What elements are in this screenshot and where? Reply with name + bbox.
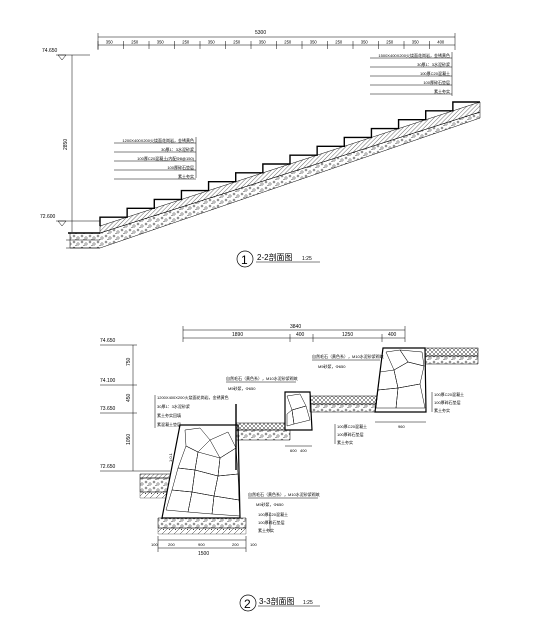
rubble-wall-bottom [157,424,247,535]
svg-text:200: 200 [168,542,175,547]
svg-text:200: 200 [232,542,239,547]
svg-text:自然毛石（黄色系），M10水泥砂浆砌筑: 自然毛石（黄色系），M10水泥砂浆砌筑 [226,375,298,381]
layer-label: 100厚C20混凝土(内配Φ8@150) [137,155,194,161]
svg-text:73.650: 73.650 [100,406,116,412]
layer-label: 30厚1：3水泥砂浆 [161,146,194,152]
svg-text:1200X400X200火烧面花岗岩，金锈黄色: 1200X400X200火烧面花岗岩，金锈黄色 [157,394,229,400]
svg-text:72.650: 72.650 [100,464,116,470]
svg-text:400: 400 [296,332,305,338]
layer-label: 100厚碎石垫层 [167,164,194,170]
layer-label: 素土夯实 [434,88,450,94]
svg-text:450: 450 [126,393,132,402]
section-3-3: 3840 1890 400 1250 400 74.650 74.100 73.… [100,324,479,612]
layer-callout-mid: 1200X400X200火烧面花岗岩，金锈黄色 30厚1：3水泥砂浆 100厚C20… [114,137,197,180]
staircase-2-2 [66,101,481,249]
segment-label: 350 [412,40,420,45]
svg-text:100: 100 [151,542,158,547]
segment-label: 400 [437,40,445,45]
svg-text:自然毛石（黄色系），M10水泥砂浆砌筑: 自然毛石（黄色系），M10水泥砂浆砌筑 [312,353,384,359]
total-width-label: 5300 [255,30,266,36]
top-elevation: 74.650 [42,48,58,54]
svg-text:素土夯实回填: 素土夯实回填 [157,412,181,418]
svg-text:100厚C20混凝土: 100厚C20混凝土 [258,511,288,517]
svg-text:100: 100 [250,542,257,547]
rubble-wall-top [374,347,427,413]
svg-text:100厚C20混凝土: 100厚C20混凝土 [434,391,464,397]
svg-text:30厚1：3水泥砂浆: 30厚1：3水泥砂浆 [157,403,190,409]
svg-text:750: 750 [126,357,132,366]
segment-label: 350 [361,40,369,45]
svg-text:400: 400 [388,332,397,338]
layers-bottom-33: 100厚C20混凝土 100厚碎石垫层 素土夯实 [258,511,288,533]
layer-callout-top: 1500X400X200火烧面花岗岩，金锈黄色 30厚1：3水泥砂浆 100厚C20… [370,52,453,96]
segment-label: 250 [386,40,394,45]
segment-label: 250 [182,40,190,45]
left-elevations: 74.650 2850 72.600 [40,48,100,232]
layers-right-33: 100厚C20混凝土 100厚碎石垫层 素土夯实 [431,391,464,413]
svg-text:1890: 1890 [232,332,243,338]
svg-text:素土夯实: 素土夯实 [337,439,353,445]
layer-label: 30厚1：3水泥砂浆 [417,61,450,67]
svg-text:100厚C20混凝土: 100厚C20混凝土 [337,423,367,429]
title-text: 2-2剖面图 [257,252,293,262]
top-dimension-chain-33: 3840 1890 400 1250 400 [182,324,406,342]
svg-text:1:25: 1:25 [303,600,313,606]
svg-text:1:0.1: 1:0.1 [168,452,173,462]
svg-text:900: 900 [198,542,205,547]
section-title-2: 2 3-3剖面图 1:25 [239,594,320,612]
svg-text:100厚碎石垫层: 100厚碎石垫层 [434,399,461,405]
top-dimension-chain: 5300 350 250 350 250 350 250 350 250 350 250 350 25… [97,30,456,50]
svg-text:M5砂浆，Φ650: M5砂浆，Φ650 [228,385,256,391]
layer-label: 1200X400X200火烧面花岗岩，金锈黄色 [122,137,194,143]
layers-left-33: 1200X400X200火烧面花岗岩，金锈黄色 30厚1：3水泥砂浆 素土夯实回… [154,394,229,428]
scale-text: 1:25 [302,256,312,262]
section-title-1: 1 2-2剖面图 1:25 [236,250,320,268]
svg-text:2: 2 [244,597,251,611]
segment-label: 250 [284,40,292,45]
section-2-2: 5300 350 250 350 250 350 250 350 250 350 250 350 25… [40,30,481,268]
svg-text:1: 1 [241,253,248,267]
svg-text:74.650: 74.650 [100,338,116,344]
layers-mid-33: 100厚C20混凝土 100厚碎石垫层 素土夯实 [334,423,367,445]
height-label: 2850 [63,139,69,150]
elevations-33: 74.650 74.100 73.650 72.650 750 450 1050 [100,338,170,472]
segment-label: 250 [131,40,139,45]
stone-notes: 自然毛石（黄色系），M10水泥砂浆砌筑 M5砂浆，Φ650 自然毛石（黄色系），… [226,353,384,507]
layer-label: 100厚碎石垫层 [423,79,450,85]
svg-text:74.100: 74.100 [100,378,116,384]
svg-text:1500: 1500 [198,551,209,557]
layer-label: 100厚C20混凝土 [420,70,450,76]
svg-text:素混凝土垫层: 素混凝土垫层 [157,421,181,427]
segment-label: 350 [259,40,267,45]
svg-text:M5砂浆，Φ650: M5砂浆，Φ650 [256,501,284,507]
segment-label: 350 [157,40,165,45]
svg-text:400: 400 [300,448,307,453]
layer-label: 素土夯实 [178,173,194,179]
svg-text:3-3剖面图: 3-3剖面图 [259,596,295,606]
rubble-wall-middle [284,391,313,431]
svg-text:自然毛石（黄色系），M10水泥砂浆砌筑: 自然毛石（黄色系），M10水泥砂浆砌筑 [248,491,320,497]
mid-dims: 600 400 960 1:0.1 [168,421,426,462]
svg-text:1050: 1050 [126,434,132,445]
bottom-elevation: 72.600 [40,214,56,220]
svg-text:1250: 1250 [342,332,353,338]
segment-label: 350 [208,40,216,45]
segment-label: 350 [310,40,318,45]
svg-text:M5砂浆，Φ650: M5砂浆，Φ650 [318,363,346,369]
svg-text:100厚碎石垫层: 100厚碎石垫层 [337,431,364,437]
svg-text:960: 960 [398,424,405,429]
svg-text:素土夯实: 素土夯实 [258,527,274,533]
svg-text:素土夯实: 素土夯实 [434,407,450,413]
segment-label: 250 [233,40,241,45]
layer-label: 1500X400X200火烧面花岗岩，金锈黄色 [378,52,450,58]
segment-label: 250 [335,40,343,45]
bottom-dims: 100 200 900 200 100 1500 [151,536,257,557]
segment-label: 350 [106,40,114,45]
svg-text:3840: 3840 [290,324,301,330]
svg-text:600: 600 [290,448,297,453]
svg-text:100厚碎石垫层: 100厚碎石垫层 [258,519,285,525]
